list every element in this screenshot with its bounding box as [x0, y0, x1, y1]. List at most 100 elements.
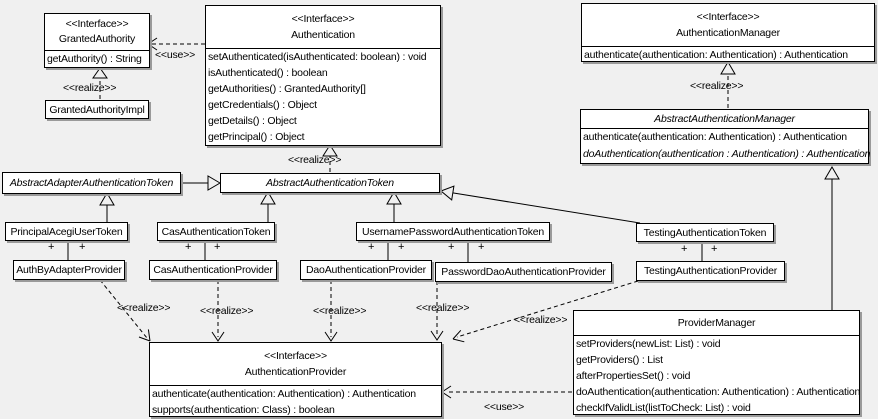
class-testing-authentication-provider[interactable]: TestingAuthenticationProvider: [636, 261, 785, 281]
method-label: setProviders(newList: List) : void: [576, 338, 721, 350]
multiplicity-label: +: [214, 241, 221, 253]
class-name: GrantedAuthority: [58, 33, 136, 45]
class-name: TestingAuthenticationToken: [643, 226, 767, 239]
hollow-triangle-arrowhead: [92, 67, 108, 79]
multiplicity-label: +: [711, 243, 718, 255]
edge-label-realize: <<realize>>: [690, 80, 744, 92]
multiplicity-label: +: [398, 241, 405, 253]
class-cas-authentication-provider[interactable]: CasAuthenticationProvider: [149, 260, 277, 280]
method-label: checkIfValidList(listToCheck: List) : vo…: [576, 402, 751, 414]
multiplicity-label: +: [79, 241, 86, 253]
method-label: getAuthorities() : GrantedAuthority[]: [208, 83, 366, 95]
edge-realize-passworddaoprovider-authprovider[interactable]: [430, 281, 444, 341]
edge-label-realize: <<realize>>: [117, 302, 171, 314]
edge-gen-testingtoken-abstracttoken[interactable]: [440, 185, 641, 224]
hollow-triangle-arrowhead: [99, 192, 115, 206]
edge-realize-authbyadapter-authprovider[interactable]: [99, 279, 151, 342]
method-label: doAuthentication(authentication: Authent…: [576, 386, 861, 398]
edge-label-realize: <<realize>>: [416, 302, 470, 314]
class-authentication-manager[interactable]: <<Interface>> AuthenticationManager auth…: [581, 3, 875, 62]
class-cas-authentication-token[interactable]: CasAuthenticationToken: [157, 222, 275, 241]
edge-gen-abstractadaptertoken-abstracttoken[interactable]: [179, 175, 221, 191]
edge-line: [456, 280, 639, 338]
method-label: getCredentials() : Object: [208, 99, 317, 111]
edge-use-providermanager-authprovider[interactable]: [441, 385, 572, 399]
multiplicity-label: +: [185, 241, 192, 253]
method-label: isAuthenticated() : boolean: [208, 67, 328, 79]
class-granted-authority-impl[interactable]: GrantedAuthorityImpl: [45, 100, 149, 119]
method-label: getAuthority() : String: [47, 53, 142, 65]
class-authentication-provider[interactable]: <<Interface>> AuthenticationProvider aut…: [149, 342, 442, 417]
method-label: authenticate(authentication: Authenticat…: [583, 131, 847, 143]
class-name: AuthenticationProvider: [244, 366, 347, 378]
multiplicity-label: +: [48, 241, 55, 253]
edge-realize-testingprovider-authprovider[interactable]: [452, 280, 639, 343]
multiplicity-label: +: [478, 241, 485, 253]
class-name: CasAuthenticationProvider: [153, 264, 273, 276]
open-arrowhead: [441, 385, 452, 399]
multiplicity-label: +: [448, 241, 455, 253]
method-label: supports(authentication: Class) : boolea…: [152, 404, 335, 416]
edge-label-realize: <<realize>>: [200, 305, 254, 317]
edge-gen-providermanager-abstractauthmanager[interactable]: [824, 166, 840, 310]
method-label: getDetails() : Object: [208, 115, 297, 127]
class-name: PasswordDaoAuthenticationProvider: [441, 266, 606, 278]
edge-gen-principalacegi-abstractadaptertoken[interactable]: [99, 192, 115, 222]
class-provider-manager[interactable]: ProviderManager setProviders(newList: Li…: [573, 310, 860, 415]
open-arrowhead: [324, 331, 338, 342]
class-granted-authority[interactable]: <<Interface>> GrantedAuthority getAuthor…: [44, 13, 150, 68]
class-name: TestingAuthenticationProvider: [643, 265, 778, 277]
class-abstract-authentication-token[interactable]: AbstractAuthenticationToken: [220, 173, 440, 193]
class-name: DaoAuthenticationProvider: [306, 264, 426, 276]
edge-label-realize: <<realize>>: [288, 154, 342, 166]
open-arrowhead: [430, 330, 444, 341]
class-authentication[interactable]: <<Interface>> Authentication setAuthenti…: [205, 5, 441, 146]
class-name: Authentication: [291, 29, 355, 41]
stereotype-label: <<Interface>>: [264, 350, 327, 362]
class-abstract-authentication-manager[interactable]: AbstractAuthenticationManager authentica…: [580, 109, 871, 164]
edge-gen-castoken-abstracttoken[interactable]: [260, 191, 276, 222]
edge-line: [99, 279, 148, 339]
edge-label-realize: <<realize>>: [514, 314, 568, 326]
class-name: PrincipalAcegiUserToken: [10, 225, 123, 238]
class-name: AuthByAdapterProvider: [16, 264, 122, 276]
class-password-dao-authentication-provider[interactable]: PasswordDaoAuthenticationProvider: [435, 262, 612, 282]
class-name: GrantedAuthorityImpl: [49, 103, 145, 116]
hollow-triangle-arrowhead: [440, 185, 455, 201]
edge-label-use: <<use>>: [484, 401, 525, 413]
edge-gen-usernamepasswordtoken-abstracttoken[interactable]: [386, 191, 402, 222]
class-name: AuthenticationManager: [676, 27, 780, 39]
stereotype-label: <<Interface>>: [696, 11, 760, 23]
method-label: afterPropertiesSet() : void: [576, 370, 691, 382]
class-name: ProviderManager: [677, 317, 756, 329]
class-name: UsernamePasswordAuthenticationToken: [361, 225, 545, 238]
edge-label-realize: <<realize>>: [313, 305, 367, 317]
multiplicity-label: +: [368, 241, 375, 253]
class-name: CasAuthenticationToken: [161, 225, 271, 238]
class-name: AbstractAuthenticationToken: [266, 177, 394, 189]
stereotype-label: <<Interface>>: [291, 13, 355, 25]
class-username-password-authentication-token[interactable]: UsernamePasswordAuthenticationToken: [356, 222, 550, 241]
edge-label-use: <<use>>: [155, 49, 196, 61]
edge-realize-daoprovider-authprovider[interactable]: [324, 280, 338, 342]
method-label: doAuthentication(authentication : Authen…: [583, 148, 871, 160]
class-testing-authentication-token[interactable]: TestingAuthenticationToken: [636, 223, 774, 242]
class-principal-acegi-user-token[interactable]: PrincipalAcegiUserToken: [5, 222, 128, 241]
multiplicity-label: +: [681, 243, 688, 255]
class-abstract-adapter-authentication-token[interactable]: AbstractAdapterAuthenticationToken: [2, 172, 181, 194]
class-dao-authentication-provider[interactable]: DaoAuthenticationProvider: [300, 260, 432, 280]
class-name: AbstractAdapterAuthenticationToken: [9, 177, 174, 189]
edge-label-realize: <<realize>>: [63, 82, 117, 94]
method-label: setAuthenticated(isAuthenticated: boolea…: [208, 51, 427, 63]
class-name: AbstractAuthenticationManager: [654, 113, 795, 125]
hollow-triangle-arrowhead: [260, 191, 276, 205]
method-label: authenticate(authentication: Authenticat…: [584, 49, 848, 61]
edge-line: [452, 192, 641, 224]
edge-realize-casprovider-authprovider[interactable]: [211, 280, 225, 342]
hollow-triangle-arrowhead: [720, 61, 736, 75]
method-label: getPrincipal() : Object: [208, 131, 305, 143]
open-arrowhead: [211, 331, 225, 342]
stereotype-label: <<Interface>>: [65, 18, 129, 30]
class-auth-by-adapter-provider[interactable]: AuthByAdapterProvider: [13, 260, 125, 280]
